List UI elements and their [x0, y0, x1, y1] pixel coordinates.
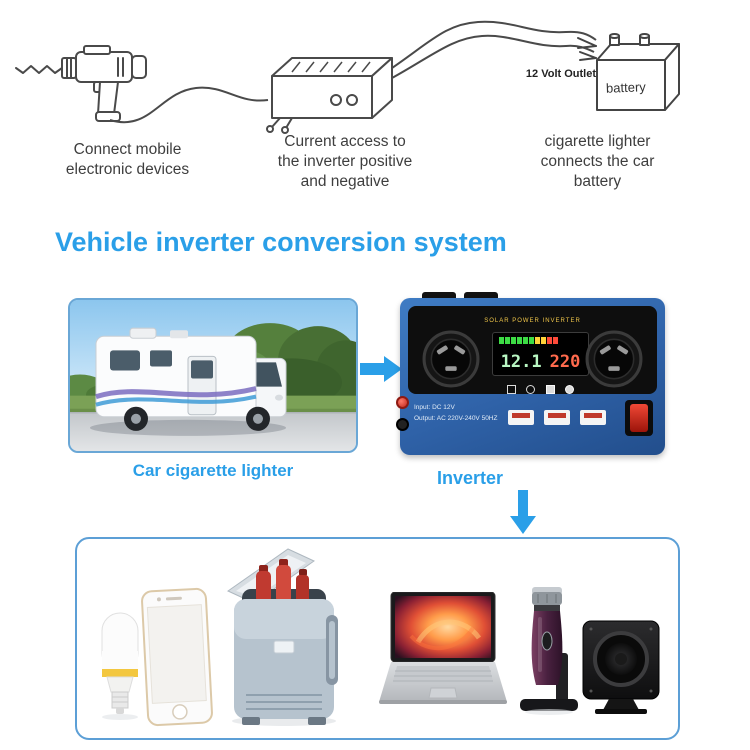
caption-current-access: Current access to the inverter positive … — [277, 133, 413, 190]
battery-level-bars — [499, 337, 558, 344]
caption-inverter: Inverter — [436, 468, 504, 488]
outlet-label: 12 Volt Outlet — [525, 68, 596, 80]
usb-port-icon — [508, 410, 534, 425]
arrow-down-icon — [510, 490, 536, 534]
display-digits: 12.1 220 — [493, 352, 588, 372]
output-readout: 220 — [549, 352, 581, 372]
spec-line-2: Output: AC 220V-240V 50HZ — [414, 414, 498, 422]
battery-cables — [391, 20, 597, 79]
caption-cigarette-lighter: cigarette lighter connects the car batte… — [540, 133, 655, 190]
drill-cable — [109, 86, 269, 124]
led-bulb-image — [95, 595, 145, 721]
alligator-clips-icon — [577, 37, 597, 61]
inverter-brand-text: SOLAR POWER INVERTER — [484, 318, 581, 324]
battery-text: battery — [605, 79, 646, 96]
status-icons — [492, 381, 589, 399]
laptop-image — [373, 592, 513, 704]
mount-tab — [464, 292, 498, 302]
lcd-display: 12.1 220 — [492, 332, 589, 376]
inverter-device-photo: SOLAR POWER INVERTER — [396, 292, 665, 455]
positive-terminal-icon — [396, 396, 409, 409]
usb-port-icon — [580, 410, 606, 425]
rv-scene — [70, 300, 356, 451]
speaker-image — [579, 619, 663, 715]
ac-socket-left-icon — [422, 330, 480, 388]
page-title: Vehicle inverter conversion system — [55, 227, 507, 257]
battery-icon — [506, 385, 516, 395]
negative-terminal-icon — [396, 418, 409, 431]
sun-icon — [526, 385, 536, 395]
caption-connect-devices: Connect mobile electronic devices — [65, 141, 190, 178]
usb-ports — [508, 410, 606, 425]
arrow-right-icon — [360, 356, 402, 382]
battery-icon — [596, 33, 680, 111]
voltage-readout: 12.1 — [500, 352, 542, 372]
ac-socket-right-icon — [585, 330, 643, 388]
spec-line-1: Input: DC 12V — [414, 404, 455, 411]
drill-icon — [15, 45, 147, 122]
smartphone-image — [139, 585, 214, 728]
appliances-box — [75, 537, 680, 740]
usb-port-icon — [544, 410, 570, 425]
caption-car-cigarette-lighter: Car cigarette lighter — [132, 461, 294, 480]
indicator-icon — [565, 385, 575, 395]
rv-photo — [68, 298, 358, 453]
connection-diagram-art — [15, 20, 680, 134]
camper-van — [90, 327, 287, 436]
electric-shaver-image — [520, 587, 578, 715]
mount-tab — [422, 292, 456, 302]
spec-text: Input: DC 12V Output: AC 220V-240V 50HZ — [414, 403, 497, 424]
car-refrigerator-image — [222, 545, 350, 727]
inverter-box-icon — [266, 57, 393, 134]
rocker-button — [630, 404, 648, 432]
power-switch — [625, 400, 653, 436]
power-icon — [545, 385, 555, 395]
inverter-body: SOLAR POWER INVERTER — [396, 298, 665, 455]
inverter-front-panel: SOLAR POWER INVERTER — [408, 306, 657, 395]
